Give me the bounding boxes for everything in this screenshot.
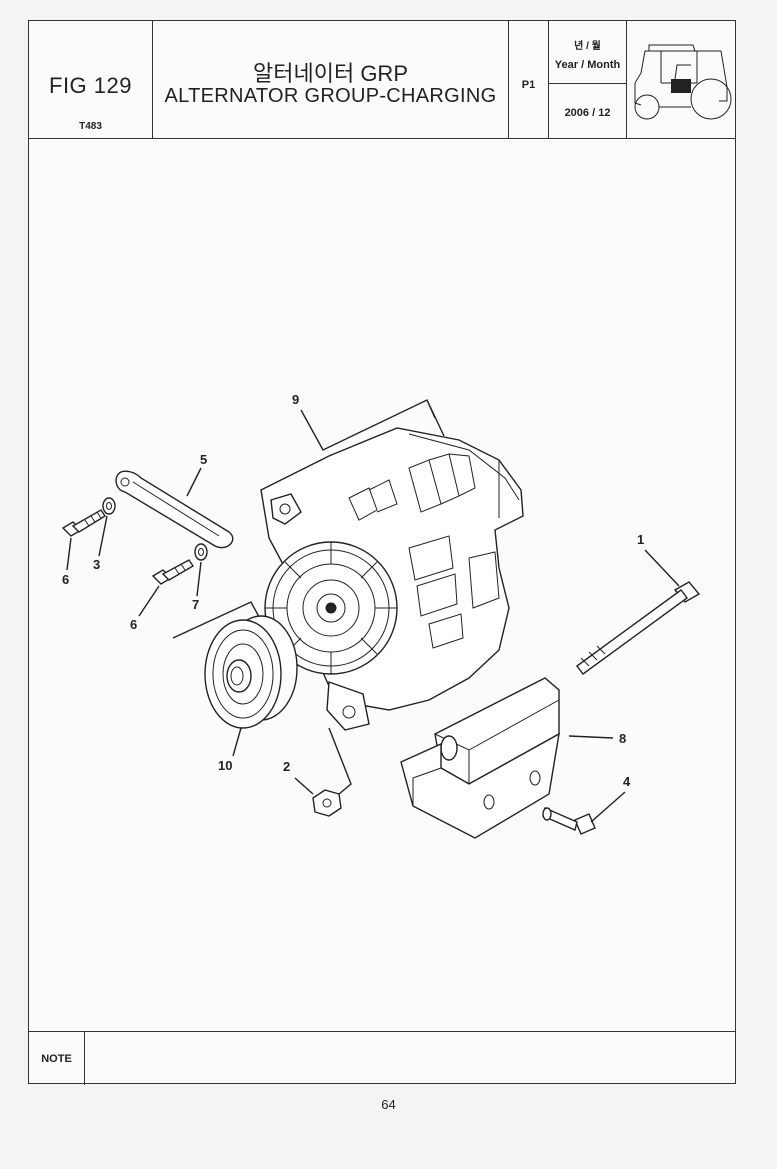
leader-6-lower [138, 585, 160, 617]
leader-4 [590, 791, 626, 823]
date-label-korean: 년 / 월 [574, 41, 601, 52]
note-row: NOTE [29, 1031, 735, 1085]
callout-4: 4 [623, 774, 631, 789]
callout-1: 1 [637, 532, 644, 547]
leader-1 [644, 549, 680, 587]
page-cell: P1 [509, 21, 549, 138]
document-frame: FIG 129 T483 알터네이터 GRP ALTERNATOR GROUP-… [28, 20, 736, 1085]
alternator-drawing: 9 [61, 392, 701, 839]
leader-3 [98, 515, 108, 557]
title-cell: 알터네이터 GRP ALTERNATOR GROUP-CHARGING [153, 21, 509, 138]
bolt-6-upper [61, 509, 106, 537]
leader-8 [568, 735, 614, 739]
adjusting-link [115, 470, 234, 549]
short-bolt [542, 807, 596, 835]
model-code: T483 [79, 121, 102, 132]
leader-10 [232, 727, 242, 757]
nut [312, 789, 342, 817]
date-value: 2006 / 12 [564, 107, 611, 119]
date-label-box: 년 / 월 Year / Month [549, 21, 626, 84]
callout-9: 9 [292, 392, 299, 407]
mounting-bracket [400, 677, 560, 839]
exploded-parts-diagram: 9 [29, 138, 735, 1031]
callout-7: 7 [192, 597, 199, 612]
washer-7 [194, 543, 208, 561]
fig-cell: FIG 129 T483 [29, 21, 153, 138]
callout-2: 2 [283, 759, 290, 774]
leader-7 [196, 561, 202, 597]
long-bolt [576, 581, 701, 675]
washer-3 [102, 497, 116, 515]
title-korean: 알터네이터 GRP [253, 61, 408, 86]
callout-5: 5 [200, 452, 207, 467]
date-label: Year / Month [554, 59, 621, 71]
callout-6-upper: 6 [62, 572, 69, 587]
leader-9 [300, 399, 445, 451]
header: FIG 129 T483 알터네이터 GRP ALTERNATOR GROUP-… [29, 21, 735, 139]
tractor-icon [634, 44, 732, 120]
callout-10: 10 [218, 758, 232, 773]
callout-3: 3 [93, 557, 100, 572]
alternator [260, 427, 524, 731]
leader-5 [186, 467, 202, 497]
bolt-6-lower [151, 559, 194, 585]
callout-8: 8 [619, 731, 626, 746]
icon-cell [627, 21, 735, 138]
note-label: NOTE [29, 1032, 85, 1085]
leader-6-upper [66, 537, 72, 571]
page-number: 64 [381, 1097, 396, 1112]
title-english: ALTERNATOR GROUP-CHARGING [164, 85, 497, 107]
callout-6-lower: 6 [130, 617, 137, 632]
date-cell: 년 / 월 Year / Month 2006 / 12 [549, 21, 627, 138]
figure-number: FIG 129 [49, 73, 132, 98]
pulley [204, 615, 298, 729]
page-label: P1 [521, 79, 536, 91]
leader-2 [294, 727, 352, 795]
